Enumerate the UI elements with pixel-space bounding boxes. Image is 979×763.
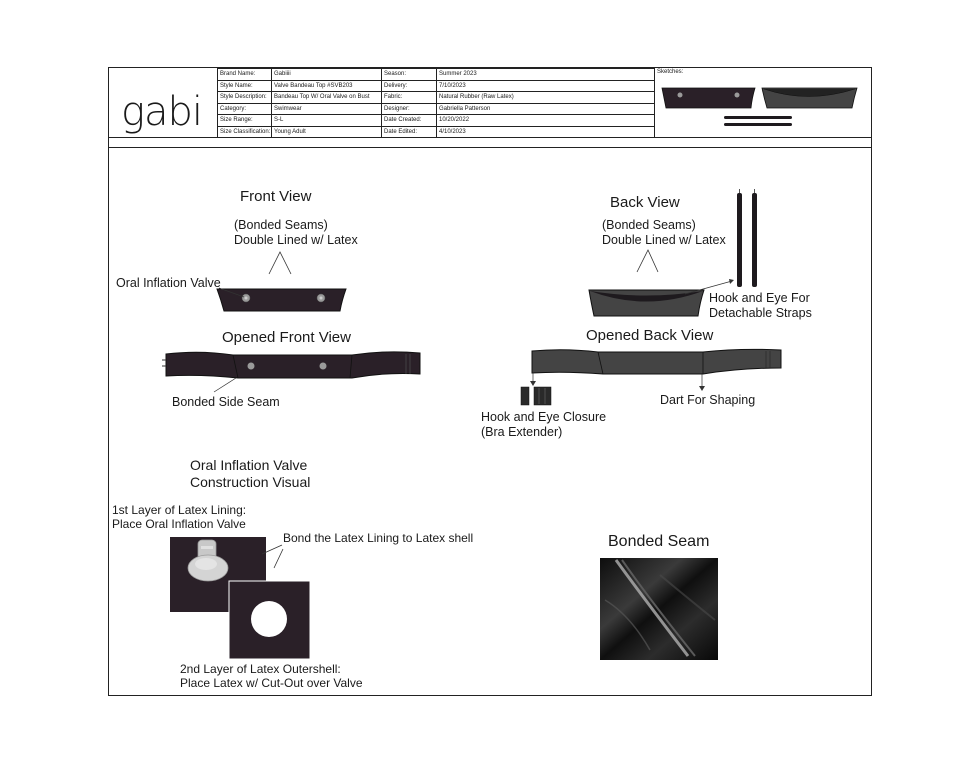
layer1-label-1: 1st Layer of Latex Lining: xyxy=(112,503,247,517)
strap-pointer-line xyxy=(684,280,733,295)
sketch-back-bandeau xyxy=(761,87,858,109)
opened-front-garment xyxy=(162,351,421,379)
back-seams-note-2: Double Lined w/ Latex xyxy=(602,233,726,247)
sketches-label: Sketches: xyxy=(657,69,684,75)
layer2-label-2: Place Latex w/ Cut-Out over Valve xyxy=(180,676,363,690)
sketches-panel: Sketches: xyxy=(654,68,872,137)
bonded-seam-title: Bonded Seam xyxy=(608,533,710,550)
dart-label: Dart For Shaping xyxy=(660,393,756,407)
opened-back-garment xyxy=(531,348,782,375)
side-seam-pointer xyxy=(213,377,237,393)
back-view-title: Back View xyxy=(610,194,680,211)
oral-valve-label: Oral Inflation Valve xyxy=(116,276,221,290)
header-divider-bar xyxy=(109,137,871,148)
hook-eye-straps-label-1: Hook and Eye For xyxy=(709,291,810,305)
opened-back-title: Opened Back View xyxy=(586,327,714,344)
front-view-garment xyxy=(216,288,347,312)
front-seam-pointer xyxy=(268,251,292,275)
back-view-garment xyxy=(588,289,705,317)
sketch-front-bandeau xyxy=(661,87,756,109)
arrow-head xyxy=(729,279,734,284)
oral-valve-illustration xyxy=(187,539,229,582)
hook-eye-closure-label-2: (Bra Extender) xyxy=(481,425,563,439)
arrow-head xyxy=(530,381,536,386)
spec-row: Style Description:Bandeau Top W/ Oral Va… xyxy=(217,91,655,104)
spec-label: Date Edited: xyxy=(381,125,437,138)
valve-cutout xyxy=(251,601,287,637)
hook-eye-straps-label-2: Detachable Straps xyxy=(709,306,812,320)
hook-eye-closure-label-1: Hook and Eye Closure xyxy=(481,410,607,424)
layer1-label-2: Place Oral Inflation Valve xyxy=(112,517,246,531)
arrow-head xyxy=(699,386,705,391)
logo-text: gabi xyxy=(121,89,203,135)
valve-icon xyxy=(316,293,326,303)
bonded-seam-photo xyxy=(600,558,718,660)
latex-outershell-layer xyxy=(228,580,311,660)
construction-title-1: Oral Inflation Valve xyxy=(190,457,308,473)
detachable-straps xyxy=(737,189,757,287)
valve-icon xyxy=(247,362,255,370)
front-seams-note-2: Double Lined w/ Latex xyxy=(234,233,358,247)
back-seam-pointer xyxy=(636,249,659,273)
back-seams-note-1: (Bonded Seams) xyxy=(602,218,696,232)
bond-note-label: Bond the Latex Lining to Latex shell xyxy=(283,531,474,545)
bonded-side-seam-label: Bonded Side Seam xyxy=(172,395,280,409)
valve-icon xyxy=(241,293,251,303)
valve-pointer-line xyxy=(218,287,245,298)
layer2-label-1: 2nd Layer of Latex Outershell: xyxy=(180,662,341,676)
bond-pointer xyxy=(261,544,284,569)
sketch-straps xyxy=(724,116,792,126)
front-seams-note-1: (Bonded Seams) xyxy=(234,218,328,232)
valve-icon xyxy=(319,362,327,370)
front-view-title: Front View xyxy=(240,188,312,205)
opened-front-title: Opened Front View xyxy=(222,329,351,346)
construction-title-2: Construction Visual xyxy=(190,474,311,490)
bra-extender xyxy=(520,386,552,406)
brand-logo: gabi xyxy=(109,68,218,137)
spec-value: 4/10/2023 xyxy=(436,125,655,138)
